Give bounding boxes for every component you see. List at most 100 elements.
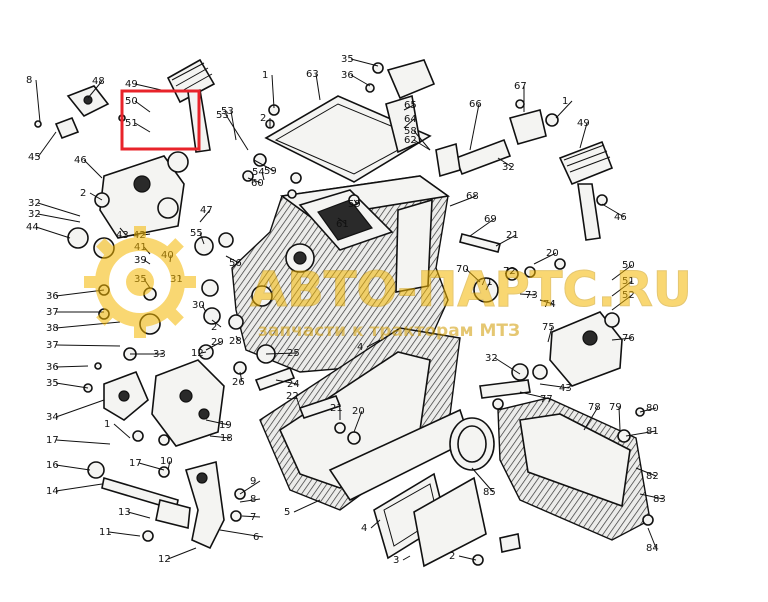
part-label: 12 [158,554,171,565]
part-label: 2 [80,188,86,199]
left-valve-block [99,155,185,239]
leader-line [134,122,151,133]
part-label: 71 [480,277,493,288]
part-label: 52 [622,290,635,301]
leader-line [350,58,379,67]
leader-line [37,131,57,158]
part-label: 13 [118,507,131,518]
leader-line [230,110,237,141]
leader-line [199,209,211,223]
part-label: 56 [229,258,242,269]
leader-line [271,74,275,109]
watermark-gear-icon [84,226,196,338]
part-label: 37 [46,340,59,351]
leader-line [239,371,243,383]
part-label: 32 [485,353,498,364]
leader-line [55,321,121,329]
pedal-top [166,58,216,153]
part-label: 20 [546,248,559,259]
leader-line [127,511,151,519]
part-label: 83 [653,494,666,505]
watermark: АВТО-ПАРТС.RU запчасти к тракторам МТЗ [84,226,692,341]
leader-line [469,103,480,151]
part-label: 11 [99,527,112,538]
leader-line [413,139,431,151]
part-label: 77 [540,394,553,405]
part-label: 64 [404,114,417,125]
part-label: 61 [336,219,349,230]
part-label: 58 [404,126,417,137]
leader-line [555,100,573,119]
leader-line [611,337,633,341]
leader-line [350,74,371,87]
part-label: 84 [646,543,659,554]
leader-line [583,406,599,431]
leader-line [601,203,625,218]
leader-line [113,423,131,439]
leader-line [108,531,141,537]
part-label: 55 [190,228,203,239]
part-label: 21 [330,403,343,414]
part-label: 54 [252,167,265,178]
part-label: 39 [134,255,147,266]
part-label: 49 [577,118,590,129]
leader-line [275,379,298,385]
part-label: 44 [26,222,39,233]
leader-line [55,464,91,471]
leader-line [83,159,103,179]
part-label: 60 [251,178,264,189]
rear-bell-housing [259,327,471,511]
side-housing [497,397,651,541]
part-label: 65 [404,100,417,111]
part-label: 37 [46,307,59,318]
leader-line [519,391,551,400]
leader-line [239,498,261,503]
bracket-76 [549,311,623,387]
leader-line [402,555,411,561]
plate-34 [103,370,149,421]
part-label: 32 [28,198,41,209]
part-label: 63 [306,69,319,80]
leader-line [465,268,481,283]
leader-line [225,255,240,264]
leader-line [167,547,197,560]
leader-line [55,439,111,445]
leader-line [89,192,103,201]
leader-line [239,480,261,495]
part-label: 24 [287,379,300,390]
upper-right-parts [385,59,547,178]
part-label: 78 [588,402,601,413]
leader-line [519,293,536,296]
leader-line [539,299,554,305]
leader-line [497,157,513,168]
distributor-18 [151,359,225,447]
part-label: 85 [483,487,496,498]
part-label: 2 [260,113,266,124]
leader-line [639,407,657,413]
leader-line [205,419,230,426]
part-label: 32 [28,209,41,220]
leader-line [495,234,517,247]
leader-line [485,281,491,291]
leader-line [134,100,151,113]
part-label: 26 [232,377,245,388]
leader-line [337,217,347,225]
rod-13 [101,476,191,530]
part-label: 21 [506,230,519,241]
leader-line [509,270,514,275]
part-label-highlighted: 50 [125,96,138,107]
part-label: 46 [614,212,627,223]
leader-line [35,79,41,123]
part-label: 38 [46,323,59,334]
leader-line [449,195,477,207]
part-label: 14 [46,486,59,497]
leader-line [625,430,657,437]
leader-line [618,406,621,431]
leader-line [647,527,657,549]
part-label: 28 [229,336,242,347]
leader-line [143,259,151,265]
part-label-highlighted: 51 [622,276,635,287]
part-label: 18 [220,433,233,444]
leader-line [205,341,222,351]
